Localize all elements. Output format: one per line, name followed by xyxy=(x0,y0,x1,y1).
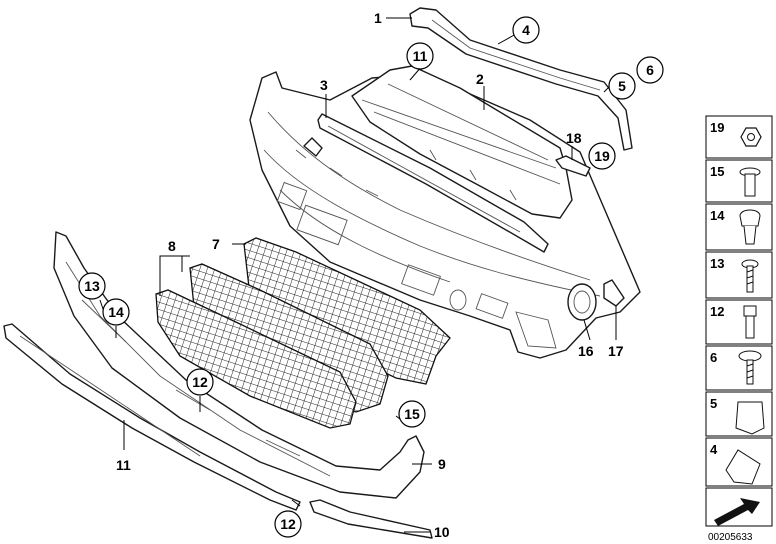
callout-14: 14 xyxy=(102,298,130,326)
callout-6: 6 xyxy=(636,56,664,84)
washer-screw-icon xyxy=(738,350,762,385)
svg-text:1: 1 xyxy=(374,10,382,26)
panel-item-6: 6 xyxy=(705,345,773,391)
panel-item-12: 12 xyxy=(705,299,773,345)
svg-text:7: 7 xyxy=(212,236,220,252)
callout-8: 8 xyxy=(168,238,176,254)
callout-18: 18 xyxy=(566,130,582,146)
panel-item-4: 4 xyxy=(705,437,773,487)
svg-text:11: 11 xyxy=(413,48,428,64)
callout-2: 2 xyxy=(476,71,484,87)
panel-item-13: 13 xyxy=(705,251,773,299)
svg-text:4: 4 xyxy=(522,22,530,38)
document-number: 00205633 xyxy=(708,532,753,543)
clip-part-18 xyxy=(555,155,591,177)
svg-text:19: 19 xyxy=(710,120,724,135)
arrow-symbol-icon xyxy=(714,498,760,526)
trim-strip-part-10 xyxy=(309,499,433,539)
leader-lines xyxy=(99,17,617,533)
svg-text:6: 6 xyxy=(710,350,717,365)
callout-17: 17 xyxy=(608,343,624,359)
callout-11-circled: 11 xyxy=(406,42,434,70)
svg-text:18: 18 xyxy=(566,130,582,146)
screw-icon xyxy=(741,259,759,293)
svg-text:5: 5 xyxy=(618,78,626,94)
svg-text:14: 14 xyxy=(108,304,124,320)
svg-text:5: 5 xyxy=(710,396,717,411)
push-clip-icon xyxy=(739,167,761,197)
callout-16: 16 xyxy=(578,343,594,359)
svg-text:8: 8 xyxy=(168,238,176,254)
svg-text:19: 19 xyxy=(594,148,610,164)
svg-text:15: 15 xyxy=(710,164,724,179)
callout-19: 19 xyxy=(588,142,616,170)
callout-3: 3 xyxy=(320,77,328,93)
svg-text:14: 14 xyxy=(710,208,725,223)
svg-text:15: 15 xyxy=(404,406,420,422)
panel-item-14: 14 xyxy=(705,203,773,251)
callout-1: 1 xyxy=(374,10,382,26)
svg-text:16: 16 xyxy=(578,343,594,359)
callout-15: 15 xyxy=(398,400,426,428)
svg-text:4: 4 xyxy=(710,442,718,457)
support-bar-part-3 xyxy=(303,113,549,253)
parts-panel: 19 15 14 13 xyxy=(705,115,773,543)
spring-nut-icon xyxy=(735,401,765,435)
clip-icon xyxy=(725,449,761,485)
callout-7: 7 xyxy=(212,236,220,252)
svg-text:17: 17 xyxy=(608,343,624,359)
callout-13: 13 xyxy=(78,272,106,300)
trim-strip-part-4 xyxy=(409,7,633,151)
svg-text:6: 6 xyxy=(646,62,654,78)
panel-item-15: 15 xyxy=(705,159,773,203)
panel-item-19: 19 xyxy=(705,115,773,159)
bracket-part-17 xyxy=(603,279,625,307)
carrier-part-2 xyxy=(351,65,573,219)
svg-text:13: 13 xyxy=(84,278,100,294)
svg-text:9: 9 xyxy=(438,456,446,472)
lower-grille-part-8 xyxy=(155,263,389,429)
callout-11: 11 xyxy=(116,457,131,473)
svg-text:2: 2 xyxy=(476,71,484,87)
svg-text:3: 3 xyxy=(320,77,328,93)
svg-text:10: 10 xyxy=(434,524,450,540)
grommet-part-16 xyxy=(567,283,597,321)
panel-item-5: 5 xyxy=(705,391,773,437)
bolt-icon xyxy=(743,305,757,339)
svg-text:12: 12 xyxy=(710,304,724,319)
svg-text:11: 11 xyxy=(116,457,131,473)
callout-12-lower: 12 xyxy=(274,510,302,538)
svg-text:12: 12 xyxy=(280,516,296,532)
trim-strip-part-11 xyxy=(3,323,301,511)
callout-4: 4 xyxy=(512,16,540,44)
panel-arrow-box xyxy=(705,487,773,527)
svg-text:12: 12 xyxy=(192,374,208,390)
callout-9: 9 xyxy=(438,456,446,472)
expanding-rivet-icon xyxy=(739,209,761,245)
svg-text:13: 13 xyxy=(710,256,724,271)
callout-5: 5 xyxy=(608,72,636,100)
callout-10: 10 xyxy=(434,524,450,540)
callout-12-upper: 12 xyxy=(186,368,214,396)
